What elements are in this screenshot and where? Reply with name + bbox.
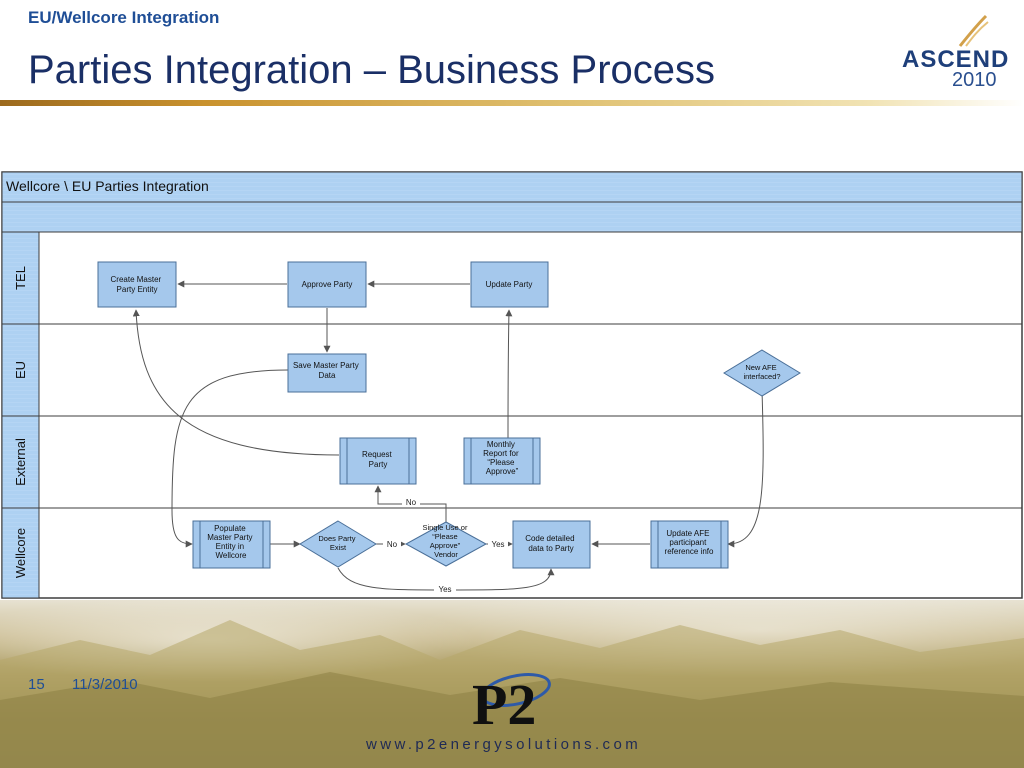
- lane-label-external: External: [13, 438, 28, 486]
- node-update-afe-label: Update AFE participant reference info: [665, 529, 714, 556]
- node-request-party: [339, 437, 417, 485]
- node-create-master: [97, 261, 177, 308]
- lane-label-tel: TEL: [13, 266, 28, 290]
- label-bg: [434, 584, 456, 595]
- swimlane-diagram: Wellcore \ EU Parties Integration TEL EU…: [0, 170, 1024, 600]
- pool-header: [1, 171, 1023, 203]
- node-single-use-label: Single Use or “Please Approve” Vendor: [422, 523, 469, 559]
- edge-request-to-create: [132, 309, 340, 456]
- label-bg: [383, 539, 401, 550]
- mountain-ridge: [0, 620, 1024, 768]
- node-does-party-exist-label: Does Party Exist: [318, 534, 357, 552]
- pool-frame: [1, 171, 1023, 599]
- lane-header-wellcore: [1, 507, 40, 599]
- company-url: www.p2energysolutions.com: [366, 736, 642, 753]
- node-create-master-label: Create Master Party Entity: [111, 275, 164, 294]
- node-new-afe: [723, 349, 801, 397]
- node-code-detailed: [512, 520, 591, 569]
- node-does-party-exist: [299, 520, 377, 568]
- diagram-canvas: Wellcore \ EU Parties Integration TEL EU…: [1, 171, 1023, 599]
- node-single-use: [404, 521, 488, 567]
- label-bg: [402, 496, 420, 507]
- slide-number: 15: [28, 676, 45, 693]
- logo-orbit: [481, 673, 551, 707]
- slide-date: 11/3/2010: [72, 676, 138, 693]
- edge-save-to-populate: [171, 369, 289, 548]
- lane-label-eu: EU: [13, 361, 28, 379]
- logo-word: ASCEND: [902, 46, 1010, 73]
- p2-logo: P2: [472, 672, 551, 736]
- node-approve-party: [287, 261, 367, 308]
- node-request-party-label: Request Party: [362, 450, 394, 469]
- lane-header-eu: [1, 323, 40, 417]
- slide-title: Parties Integration – Business Process: [28, 48, 716, 92]
- logo-mark: P2: [472, 672, 536, 736]
- edge-label-no-1: No: [406, 498, 417, 507]
- node-monthly-report: [463, 437, 541, 485]
- lane-header-external: [1, 415, 40, 509]
- edge-afe-to-update: [727, 389, 764, 548]
- edge-label-yes-2: Yes: [438, 585, 451, 594]
- node-save-master-label: Save Master Party Data: [293, 361, 361, 380]
- logo-year: 2010: [952, 69, 997, 91]
- ascend-logo: ASCEND 2010: [896, 14, 1012, 94]
- node-update-party: [470, 261, 549, 308]
- node-monthly-report-label: Monthly Report for “Please Approve”: [483, 440, 521, 476]
- section-kicker: EU/Wellcore Integration: [28, 8, 220, 27]
- node-new-afe-label: New AFE interfaced?: [743, 363, 780, 381]
- node-populate-master-label: Populate Master Party Entity in Wellcore: [207, 524, 255, 560]
- lane-label-wellcore: Wellcore: [13, 528, 28, 578]
- header-rule: [0, 100, 1024, 106]
- node-code-detailed-label: Code detailed data to Party: [525, 534, 577, 553]
- label-bg: [488, 539, 508, 550]
- pool-title: Wellcore \ EU Parties Integration: [6, 178, 209, 194]
- node-update-party-label: Update Party: [486, 280, 533, 289]
- lane-header-tel: [1, 231, 40, 325]
- swoosh-icon: [958, 14, 989, 47]
- node-approve-party-label: Approve Party: [302, 280, 353, 289]
- edge-report-to-update: [505, 309, 513, 439]
- node-update-afe: [650, 520, 729, 569]
- node-populate-master: [192, 520, 271, 569]
- edge-label-no-2: No: [387, 540, 398, 549]
- pool-subheader: [1, 201, 1023, 233]
- node-save-master: [287, 353, 367, 393]
- edge-label-yes-1: Yes: [491, 540, 504, 549]
